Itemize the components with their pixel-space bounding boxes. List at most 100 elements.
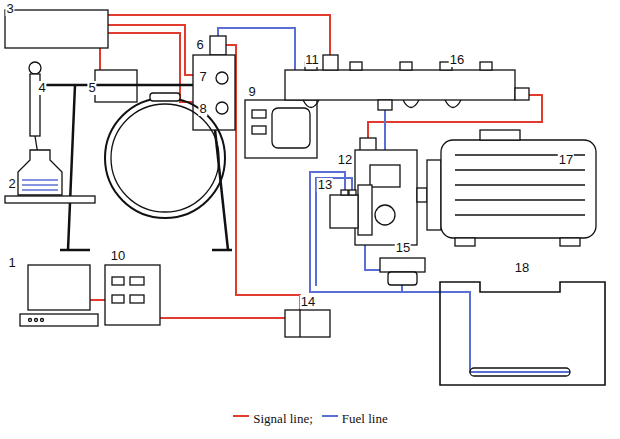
computer-dot (29, 319, 32, 322)
frame-foot (212, 249, 232, 252)
fuel-filter (388, 272, 417, 285)
wheel-outer (105, 98, 225, 218)
box-button (130, 295, 144, 303)
fuel-line (401, 285, 403, 292)
nozzle (403, 100, 419, 108)
legend-line (322, 415, 338, 417)
callout-number: 3 (5, 2, 14, 16)
callout-number: 10 (110, 249, 126, 263)
panel-button (252, 126, 266, 134)
box-divider (299, 310, 300, 337)
box-button (112, 277, 124, 285)
collecting-bottle (18, 150, 62, 195)
callout-number: 8 (198, 102, 207, 116)
nozzle (445, 100, 461, 108)
frame-bar (45, 84, 193, 87)
frame-foot (60, 249, 90, 252)
box-button (112, 295, 124, 303)
injector (350, 62, 362, 70)
valve-circle (216, 102, 228, 114)
liquid-line (22, 184, 58, 185)
motor-terminal-box (480, 130, 520, 140)
frame-leg (215, 130, 228, 250)
callout-number: 15 (395, 241, 411, 255)
injector (480, 62, 492, 70)
callout-number: 9 (247, 85, 256, 99)
legend-item: Signal line; (232, 411, 313, 427)
callout-number: 17 (558, 153, 574, 167)
common-rail (285, 70, 515, 100)
frame-leg (68, 85, 75, 250)
pump-port (370, 165, 400, 187)
gauge (29, 62, 41, 74)
callout-number: 13 (317, 178, 333, 192)
motor-flange (427, 160, 441, 230)
pump-flange (358, 185, 372, 235)
pump-connector (349, 190, 356, 195)
motor-fin (455, 214, 585, 215)
computer-monitor (28, 265, 90, 310)
legend-line (233, 415, 249, 417)
panel-button (252, 110, 266, 118)
panel-display (272, 108, 310, 148)
computer-dot (41, 319, 44, 322)
motor-fin (455, 169, 585, 170)
fuel-filter-head (380, 258, 425, 272)
wheel-handle (150, 93, 180, 101)
electric-motor (441, 140, 596, 238)
motor-foot (560, 238, 580, 246)
tank-pipe (470, 368, 570, 376)
injector-block (193, 55, 235, 130)
wheel-inner (111, 104, 219, 212)
rail-sensor (323, 55, 338, 70)
legend-text: Signal line; (253, 411, 313, 427)
signal-line (90, 299, 105, 301)
gear-pump (330, 195, 358, 228)
fuel-line (365, 245, 380, 270)
computer-dot (35, 319, 38, 322)
motor-foot (455, 238, 475, 246)
sensor-box (285, 310, 330, 337)
legend-line-sample (321, 414, 339, 424)
acquisition-box (105, 265, 160, 325)
callout-number: 16 (449, 53, 465, 67)
controller-box (5, 10, 108, 48)
callout-number: 11 (304, 53, 320, 67)
callout-number: 1 (7, 256, 16, 270)
platform (5, 196, 95, 203)
valve-circle (216, 72, 228, 84)
pressure-valve (515, 88, 529, 100)
pump-connector (341, 190, 348, 195)
motor-fin (455, 184, 585, 185)
box-button (130, 277, 144, 285)
legend: Signal line; Fuel line (0, 411, 620, 427)
legend-text: Fuel line (342, 411, 388, 427)
shaft-coupling (417, 188, 427, 202)
callout-number: 4 (37, 81, 46, 95)
nozzle (303, 100, 319, 108)
callout-number: 7 (198, 70, 207, 84)
liquid-line (22, 179, 58, 180)
signal-line (99, 48, 101, 70)
rail-outlet (378, 100, 392, 110)
injector (400, 62, 412, 70)
high-pressure-pump (355, 150, 417, 245)
motor-fin (455, 199, 585, 200)
callout-number: 6 (195, 38, 204, 52)
legend-line-sample (232, 414, 250, 424)
pump-cam (375, 205, 395, 225)
computer-base (20, 314, 98, 326)
callout-number: 14 (300, 295, 316, 309)
callout-number: 12 (337, 153, 353, 167)
callout-number: 5 (87, 81, 96, 95)
callout-number: 18 (514, 261, 530, 275)
fuel-tank (440, 282, 605, 385)
liquid-line (22, 189, 58, 190)
signal-line (160, 317, 285, 319)
pressure-sensor (210, 36, 226, 55)
legend-item: Fuel line (321, 411, 388, 427)
control-panel (245, 100, 317, 158)
callout-number: 2 (7, 177, 16, 191)
fuel-line (316, 178, 352, 286)
